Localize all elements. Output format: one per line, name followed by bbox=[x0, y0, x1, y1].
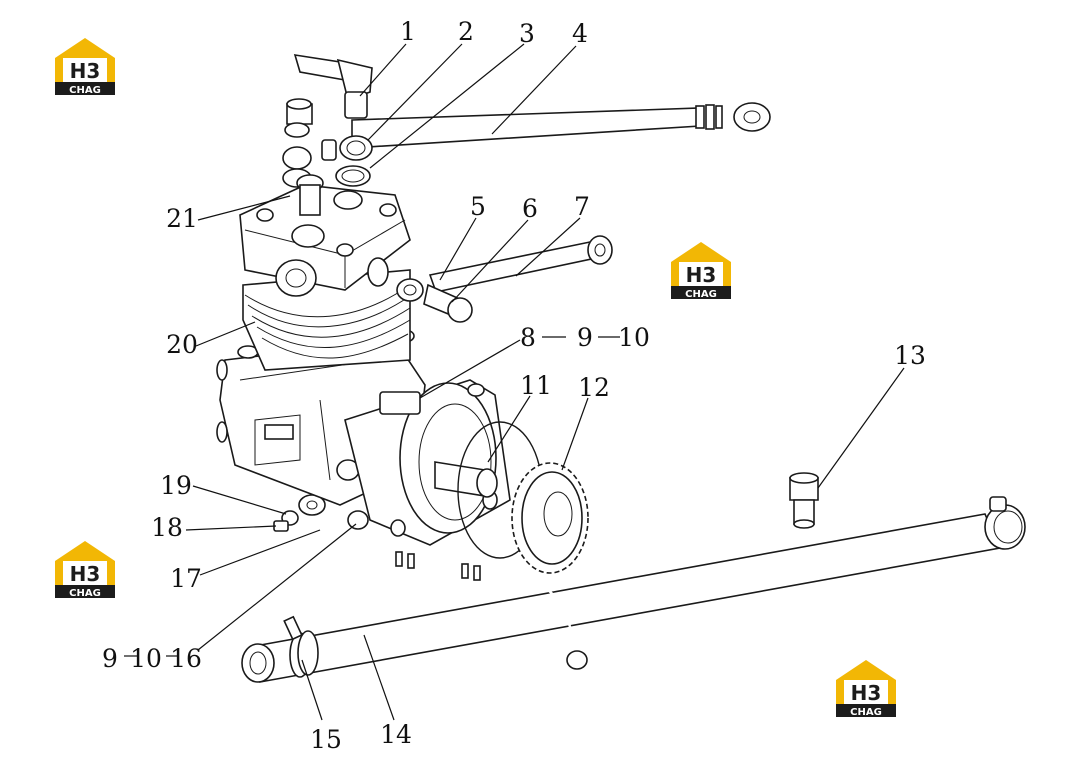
banjo-bolt-6 bbox=[423, 283, 473, 323]
shaft bbox=[434, 461, 498, 498]
callout-12: 12 bbox=[578, 373, 610, 402]
seal-ring-3 bbox=[335, 165, 371, 187]
watermark-logo: H3 CHAG bbox=[836, 660, 896, 718]
callout-9-lower: 9 bbox=[102, 644, 118, 673]
watermark-brand-bottom: CHAG bbox=[69, 588, 101, 599]
watermark-brand-bottom: CHAG bbox=[850, 707, 882, 718]
callout-4: 4 bbox=[572, 19, 588, 48]
watermark-logo: H3 CHAG bbox=[671, 242, 731, 300]
callout-19: 19 bbox=[160, 471, 192, 500]
pipe-assembly-4 bbox=[351, 102, 771, 149]
pipe-assembly-7 bbox=[428, 235, 613, 293]
bolt-stack-left bbox=[282, 98, 337, 216]
elbow-fitting-1 bbox=[293, 54, 373, 119]
callout-2: 2 bbox=[458, 17, 474, 46]
front-cover-8 bbox=[344, 379, 511, 546]
watermark-logo: H3 CHAG bbox=[55, 38, 115, 96]
callout-10: 10 bbox=[618, 323, 650, 352]
fitting-13 bbox=[789, 472, 819, 529]
washer-2 bbox=[339, 135, 373, 161]
fitting-5 bbox=[396, 278, 424, 302]
bent-tube-16 bbox=[321, 509, 588, 670]
callout-10-lower: 10 bbox=[130, 644, 162, 673]
bolt-18 bbox=[273, 510, 299, 532]
watermark-brand-top: H3 bbox=[851, 681, 882, 705]
hose-14 bbox=[241, 513, 1002, 683]
watermark-brand-bottom: CHAG bbox=[69, 85, 101, 96]
callout-9: 9 bbox=[577, 323, 593, 352]
callouts: 1 2 3 4 5 6 7 8 9 10 11 12 13 14 15 9 10… bbox=[102, 17, 926, 754]
callout-3: 3 bbox=[519, 19, 535, 48]
callout-21: 21 bbox=[166, 204, 198, 233]
watermark-brand-top: H3 bbox=[70, 59, 101, 83]
compressor-cylinder bbox=[242, 269, 411, 371]
callout-17: 17 bbox=[170, 564, 202, 593]
callout-6: 6 bbox=[522, 194, 538, 223]
watermark-brand-bottom: CHAG bbox=[685, 289, 717, 300]
callout-8: 8 bbox=[520, 323, 536, 352]
callout-7: 7 bbox=[574, 192, 590, 221]
watermark-logo: H3 CHAG bbox=[55, 541, 115, 599]
cylinder-head-21 bbox=[239, 184, 411, 297]
watermark-brand-top: H3 bbox=[70, 562, 101, 586]
hose-clamp-right bbox=[984, 496, 1026, 550]
gear-12 bbox=[511, 462, 589, 574]
callout-18: 18 bbox=[151, 513, 183, 542]
callout-1: 1 bbox=[400, 17, 416, 46]
callout-20: 20 bbox=[166, 330, 198, 359]
callout-16: 16 bbox=[170, 644, 202, 673]
callout-11: 11 bbox=[520, 371, 552, 400]
watermark-brand-top: H3 bbox=[686, 263, 717, 287]
callout-5: 5 bbox=[470, 192, 486, 221]
callout-13: 13 bbox=[894, 341, 926, 370]
callout-15: 15 bbox=[310, 725, 342, 754]
callout-14: 14 bbox=[380, 720, 412, 749]
leader-lines bbox=[124, 43, 905, 721]
